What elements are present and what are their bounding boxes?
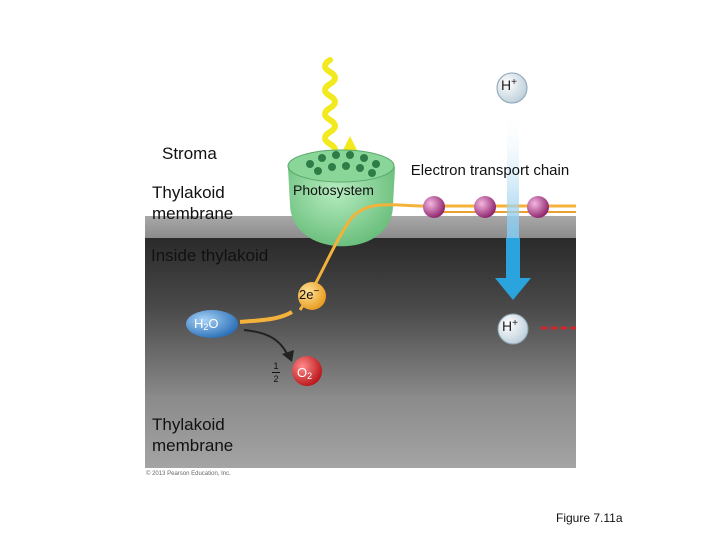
water-molecule [186, 310, 238, 338]
copyright-notice: © 2013 Pearson Education, Inc. [146, 471, 231, 477]
proton-top-sphere [496, 72, 528, 104]
water-label: H2O [194, 316, 219, 332]
stoichiometry-numerator: 1 [273, 361, 279, 371]
thylakoid-membrane-bottom-label: Thylakoid membrane [152, 415, 234, 455]
water-subscript: 2 [203, 322, 209, 332]
electrons-sphere [298, 282, 326, 310]
stoichiometry-fraction: 1 2 [270, 360, 282, 385]
water-to-oxygen-arrow [243, 329, 289, 357]
etc-carrier-1 [423, 196, 445, 218]
proton-arrow-shaft [506, 238, 520, 280]
oxygen-subscript: 2 [307, 371, 313, 381]
thylakoid-membrane-top-label: Thylakoid membrane [152, 183, 234, 223]
stoichiometry-divider [272, 372, 280, 373]
water-o: O [208, 316, 219, 331]
water-h: H [194, 316, 204, 331]
electrons-charge: − [313, 286, 320, 297]
etc-carrier-3 [527, 196, 549, 218]
down-arrow-icon [495, 278, 531, 300]
proton-beam [507, 110, 519, 240]
inside-thylakoid-label: Inside thylakoid [151, 246, 269, 265]
electron-transport-chain-label: Electron transport chain [410, 162, 570, 179]
proton-top-h: H [501, 77, 512, 93]
proton-bottom-label: H+ [502, 318, 518, 334]
photosystem-pigments [306, 151, 380, 177]
water-split-arrow [239, 310, 293, 324]
photosystem-label: Photosystem [293, 182, 374, 198]
proton-top-label: H+ [501, 77, 517, 93]
proton-bottom-sphere [497, 313, 529, 345]
electrons-label: 2e− [299, 286, 319, 302]
proton-top-charge: + [511, 77, 517, 88]
proton-bottom-h: H [502, 318, 513, 334]
oxygen-sphere [292, 356, 322, 386]
electrons-text: 2e [299, 287, 314, 302]
figure-caption: Figure 7.11a [556, 511, 623, 525]
oxygen-o: O [297, 365, 308, 380]
proton-bottom-charge: + [512, 318, 518, 329]
etc-carrier-2 [474, 196, 496, 218]
stoichiometry-denominator: 2 [273, 374, 279, 384]
water-to-oxygen-arrowhead [282, 350, 294, 362]
oxygen-label: O2 [297, 365, 312, 381]
stroma-label: Stroma [162, 144, 217, 163]
thylakoid-membrane-bottom-band [145, 395, 576, 468]
